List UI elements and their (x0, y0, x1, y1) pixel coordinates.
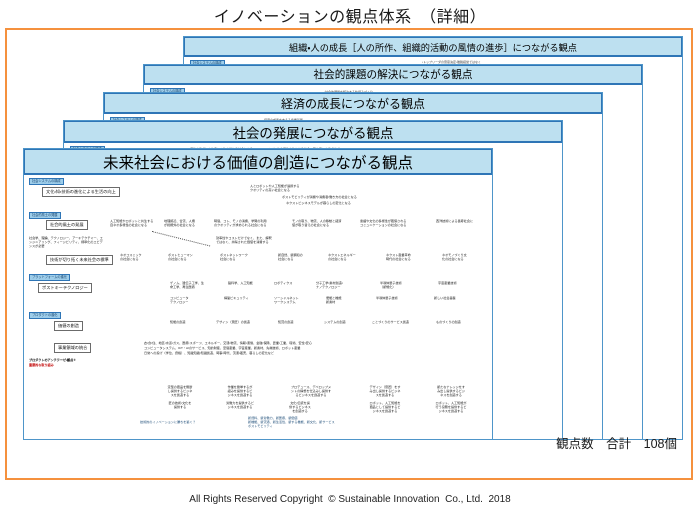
matrix-cell: 匠の技術・文化を 提供する (168, 401, 192, 409)
note-computer-tech: コンピュータ テクノロジー (170, 296, 189, 304)
matrix-cell: 定型の商品を無断 し提供するビジネ スを創造する (167, 385, 193, 397)
note-quantum: 半導体量子技術 (376, 296, 398, 300)
section-tag-social-climate: 社会的風土の発展 (29, 212, 61, 220)
note-space-industry: 宇宙産業技術 (438, 281, 457, 285)
side-note-disciplines: 社会学、理論、テクノロジー、アーキテクチャー、エンジニアリング、フィージビリティ… (29, 236, 103, 248)
bottom-question: 技術的のイノベーションに勝ちを築く？ (140, 420, 196, 424)
matrix-cell: ロボット、人工知能が 行う役務を提供するビ ジネスを創造する (435, 401, 467, 413)
note-important-initiative: 重要的な取り組み (29, 363, 54, 367)
note-next-industrial-revolution: ネクスト産業革命 時代の社会になる (386, 253, 411, 261)
card-future-value-creation[interactable]: 未来社会における価値の創造につながる観点 社会システムの構成 文化・知・技術の進… (23, 148, 493, 440)
card-header: 組織・人の成長［人の所作、組織的活動の風情の進歩］につながる観点 (184, 37, 682, 57)
note-domains-tech: コンピュータシステム、ICT・AIのサービス、知的財産、空間産業、宇宙産業、新素… (144, 346, 301, 350)
note-coexist-ai: 人工知能やロボットと共生する 自ネオ多様性の社会になる (110, 219, 154, 227)
matrix-cell: デザイン（意匠）をす み出し提供するビジネ スを創造する (369, 385, 401, 397)
note-shared-value: 効率性やコストだけでなく、また、解釈 ではなく、共鳴された価値を消費する (216, 236, 272, 244)
note-post-human: ポストヒューマン の社会になる (168, 253, 193, 261)
card-title: 未来社会における価値の創造につながる観点 (102, 154, 413, 172)
section-box-life-improvement: 文化・知・技術の進化による生活の向上 (42, 187, 120, 197)
section-box-post-key-technology: ポストキーテクノロジー (38, 283, 92, 293)
section-tag-social-system: 社会システムの構成 (29, 178, 64, 186)
page-title: イノベーションの観点体系 （詳細） (213, 9, 487, 26)
note-neo-manufacturing: ネオモノづくり文 化の社会になる (442, 253, 467, 261)
total-viewpoint-count: 観点数 合計 108個 (556, 437, 677, 451)
card-header: 未来社会における価値の創造につながる観点 (24, 149, 492, 175)
note-system-creation: システムの創造 (324, 320, 346, 324)
note-robot-ai: 人とロボットや人工知能が連携する クオリティの高い社会となる (250, 184, 300, 192)
matrix-cell: 新たなナレッジをす み出し提供するビジ ネスを創造する (437, 385, 465, 397)
note-neo-cosmic: ネオコスミック の社会になる (120, 253, 142, 261)
note-logistics-mobility: モノの取り、物流、人の移動と経済 値が取り替えの社会になる (292, 219, 342, 227)
card-title: 社会の発展につながる観点 (232, 125, 394, 141)
card-header: 社会の発展につながる観点 (64, 121, 562, 143)
note-monozukuri-creation: ものづくりの創造 (436, 320, 461, 324)
note-domains-daily: 日常への投げ（学位、資格）、知識知識・知識創造、時事・時代、流通・販売、暮らしの… (144, 351, 274, 355)
note-communication-diversity: 言語や文化の多様性が確保される コミュニケーションの社会になる (360, 219, 407, 227)
section-box-future-standard: 技術が切り拓く未来社会の標準 (46, 255, 113, 265)
note-domains-life: 衣・食・住、地区・水道・ガス、医療・スポーツ、エネルギー、交通・物流、情報・通信… (144, 341, 312, 345)
note-design-creation: デザイン（意匠）の創造 (216, 320, 251, 324)
note-semiconductor: 半導体量子技術 （新規化） (380, 281, 402, 289)
bottom-list: 新資料、新労働力、新医療、新価値 新機能、新流通、新生活性、新する機能、新文化、… (248, 416, 335, 428)
note-genome: ゲノム、遺伝子工学、生 命工学、再生医療 (170, 281, 204, 289)
note-post-mobility: ポストモビリティが消費や消費者/働き方の社会となる (282, 195, 357, 199)
card-title: 社会的課題の解決につながる観点 (313, 69, 473, 81)
note-service-creation: ことづくりのサービス創造 (372, 320, 410, 324)
section-box-social-climate: 社会的風土の発展 (46, 220, 88, 230)
matrix-cell: プロデュース、デベロップメ ントの構想を仕込みし提供す るビジネスを創造する (290, 385, 332, 397)
note-next-business-model: ネクストビジネスモデルが暮らしの変化となる (286, 201, 351, 205)
note-post-network: ポストネットワーク 社会になる (220, 253, 248, 261)
leader-line (151, 231, 211, 247)
note-product-antithesis: プロダクトのアンチテーゼ・観点② (29, 358, 76, 362)
section-tag-product-evolution: プロダクトの進化 (29, 312, 61, 320)
card-header: 社会的課題の解決につながる観点 (144, 65, 642, 85)
note-new-nature: 新自然、新調和の 社会になる (278, 253, 303, 261)
card-title: 経済の成長につながる観点 (280, 96, 425, 111)
note-nanotech: 分子工学・素材創造・ ナノテクノロジー (316, 281, 343, 289)
card-title: 組織・人の成長［人の所作、組織的活動の風情の進歩］につながる観点 (289, 42, 577, 53)
slide-outer-frame: 組織・人の成長［人の所作、組織的活動の風情の進歩］につながる観点 社会システムの… (5, 28, 693, 480)
note-intelligence-creation: 知能の創造 (170, 320, 186, 324)
note-new-infrastructure: 新しい社会基盤 (434, 296, 456, 300)
note-longevity: 西洋技術による長寿社会に (436, 219, 474, 223)
note-social-network-system: ソーシャルネット ワークシステム (274, 296, 299, 304)
note-brain-ai: 脳科学、人工知能 (228, 281, 253, 285)
matrix-cell: 作業を簡単するが 組みを提供するビ ジネスを創造する (227, 385, 253, 397)
matrix-cell: 労働力を提供するビ ジネスを創造する (226, 401, 254, 409)
section-box-business-integration: 事業領域の統合 (54, 343, 92, 353)
section-tag-platform: プラットフォームの進化 (29, 274, 70, 282)
card-header: 経済の成長につながる観点 (104, 93, 602, 114)
note-security: 構築ビキュリティ (224, 296, 249, 300)
matrix-cell: 文化・伝統を提 供するビジネス を創造する (289, 401, 311, 413)
note-consumption-quality: 時間、コト、モノの消費、学問の利用 のクオリティが求められる社会になる (214, 219, 267, 227)
note-robotics: ロボティクス (274, 281, 293, 285)
matrix-cell: ロボット、人工知能を 商品として提供するビ ジネスを創造する (369, 401, 401, 413)
section-box-value-creation: 価値の創造 (54, 321, 83, 331)
note-geo-rights: 地理接近、合流、人権 が総権外の社会になる (164, 219, 195, 227)
note-perception-creation: 知覚の創造 (278, 320, 294, 324)
note-new-materials: 便能と機能 新素材 (326, 296, 342, 304)
copyright-footer: All Rights Reserved Copyright © Sustaina… (189, 494, 511, 505)
note-next-energy: ネクストエネルギー の社会になる (328, 253, 356, 261)
